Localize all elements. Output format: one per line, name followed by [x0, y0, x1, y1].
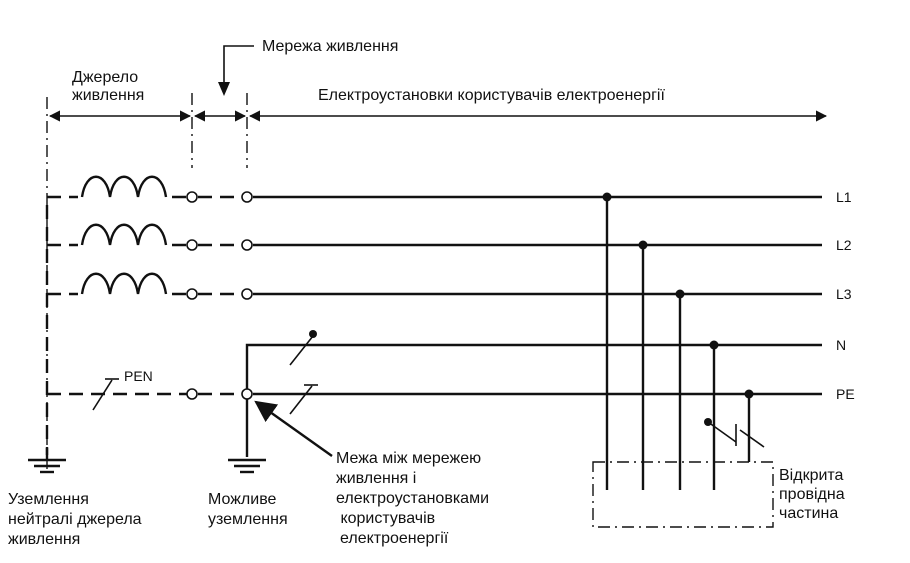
terminal-l1-source — [186, 191, 198, 203]
boundary-label-line4: користувачів — [336, 510, 435, 527]
exposed-part-label-line1: Відкрита — [779, 467, 844, 484]
installations-label: Електроустановки користувачів електроене… — [318, 87, 665, 104]
network-label: Мережа живлення — [262, 38, 398, 55]
exposed-part-label-line3: частина — [779, 505, 838, 522]
pen-switch-blade — [92, 379, 113, 411]
neutral-earthing-label-line3: живлення — [8, 531, 80, 548]
boundary-label-line3: електроустановками — [336, 490, 489, 507]
terminal-pen-source — [186, 388, 198, 400]
label-l2: L2 — [836, 237, 852, 253]
terminal-pen-split — [241, 388, 253, 400]
l2-junction-dot — [638, 240, 648, 250]
exposed-conductive-part-box — [592, 461, 774, 528]
source-label-line2: живлення — [72, 87, 144, 104]
boundary-pointer-arrow — [254, 400, 333, 457]
winding-l1-coil-icon — [80, 175, 168, 198]
possible-earthing-label-line2: уземлення — [208, 511, 288, 528]
label-l1: L1 — [836, 189, 852, 205]
terminal-l2-network — [241, 239, 253, 251]
n-switch-contact — [309, 330, 317, 338]
pe-switch-blade — [289, 385, 313, 415]
possible-earthing-label-line1: Можливе — [208, 491, 277, 508]
label-n: N — [836, 337, 846, 353]
neutral-earth-icon — [28, 448, 66, 474]
n-conductor — [245, 343, 822, 457]
winding-l2-coil-icon — [80, 223, 168, 246]
load-switch-link — [739, 429, 765, 448]
network-pointer-line — [223, 45, 254, 88]
l3-junction-dot — [675, 289, 685, 299]
boundary-label-line1: Межа між мережею — [336, 450, 481, 467]
boundary-label-line5: електроенергії — [340, 530, 449, 547]
source-label-line1: Джерело — [72, 69, 138, 86]
boundary-label-line2: живлення і — [336, 470, 416, 487]
terminal-l2-source — [186, 239, 198, 251]
possible-earth-icon — [228, 458, 266, 474]
neutral-earthing-label-line1: Уземлення — [8, 491, 89, 508]
label-pe: PE — [836, 386, 855, 402]
winding-l3-coil-icon — [80, 272, 168, 295]
load-switch-blade — [707, 421, 737, 443]
l1-junction-dot — [602, 192, 612, 202]
exposed-part-label-line2: провідна — [779, 486, 845, 503]
neutral-earthing-label-line2: нейтралі джерела — [8, 511, 142, 528]
n-junction-dot — [709, 340, 719, 350]
pen-label: PEN — [124, 368, 153, 384]
terminal-l1-network — [241, 191, 253, 203]
terminal-l3-network — [241, 288, 253, 300]
n-switch-blade — [289, 335, 314, 366]
pe-junction-dot — [744, 389, 754, 399]
network-pointer-arrowhead — [218, 82, 230, 96]
label-l3: L3 — [836, 286, 852, 302]
terminal-l3-source — [186, 288, 198, 300]
